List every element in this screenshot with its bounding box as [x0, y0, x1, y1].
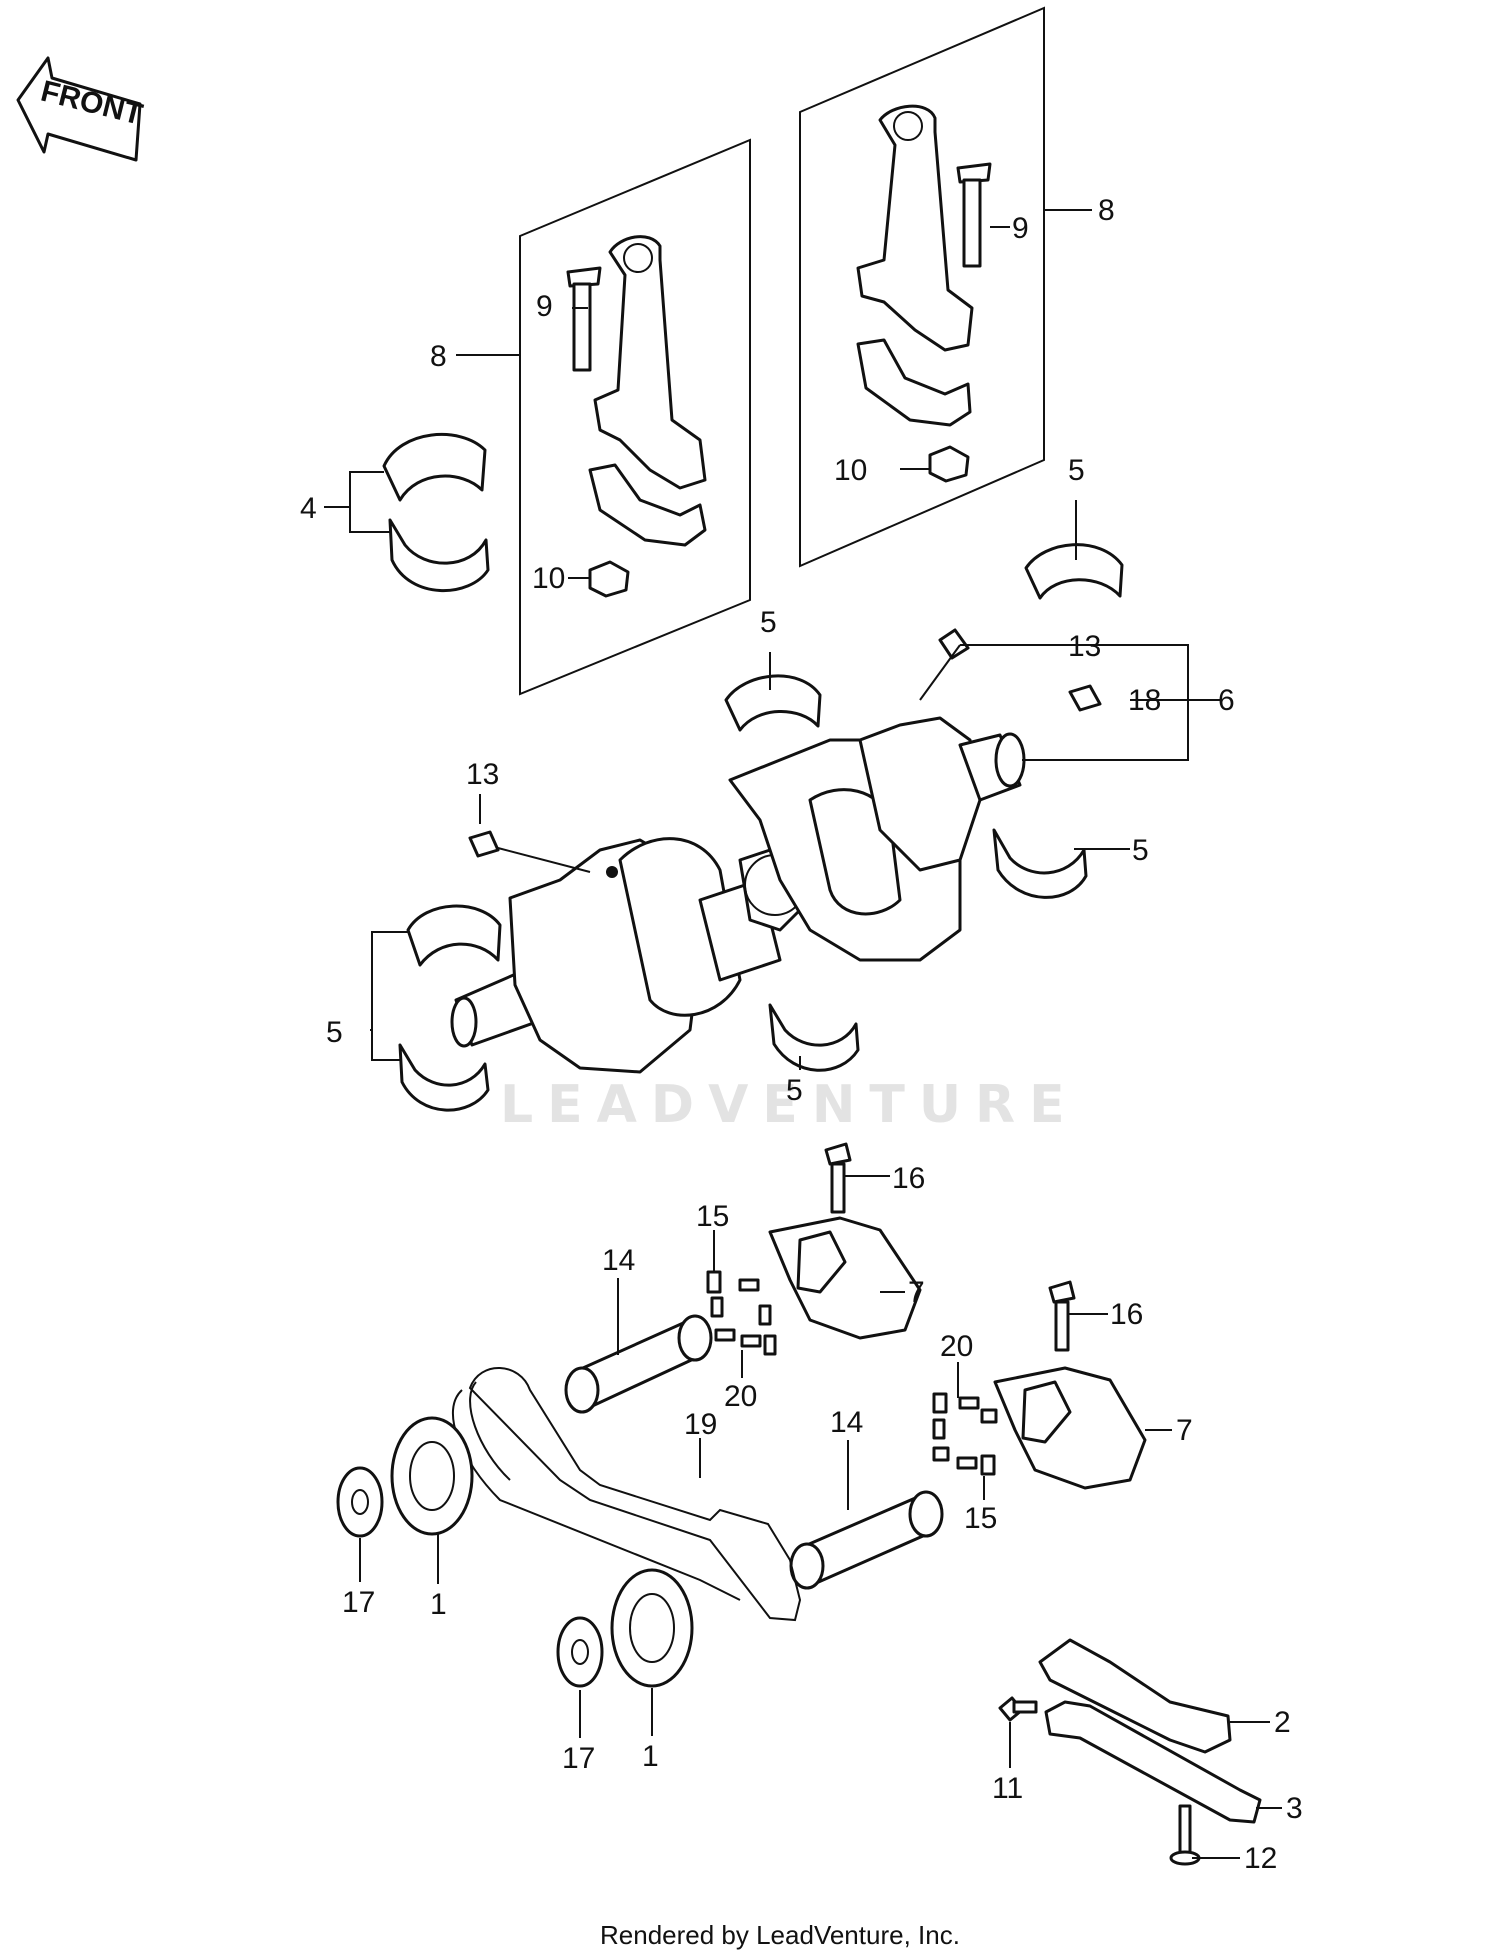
callout-17: 17 — [342, 1586, 375, 1619]
front-arrow-icon: FRONT — [16, 56, 146, 162]
damper-pin-spring-icon — [706, 1270, 998, 1476]
chain-guide-icon — [1038, 1638, 1262, 1824]
callout-10: 10 — [834, 454, 867, 487]
callout-9: 9 — [536, 290, 553, 323]
callout-8: 8 — [1098, 194, 1115, 227]
watermark-text: LEADVENTURE — [500, 1075, 1079, 1135]
callout-11: 11 — [992, 1772, 1023, 1805]
connecting-rod-nut-icon — [928, 445, 970, 483]
callout-7: 7 — [908, 1276, 925, 1309]
callout-5: 5 — [760, 606, 777, 639]
callout-4: 4 — [300, 492, 317, 525]
callout-20: 20 — [940, 1330, 973, 1363]
callout-12: 12 — [1244, 1842, 1277, 1875]
balancer-shaft-icon — [564, 1314, 944, 1590]
callout-14: 14 — [602, 1244, 635, 1277]
callout-19: 19 — [684, 1408, 717, 1441]
connecting-rod-bearing-icon — [382, 432, 490, 592]
callout-9: 9 — [1012, 212, 1029, 245]
callout-1: 1 — [642, 1740, 659, 1773]
callout-5: 5 — [786, 1074, 803, 1107]
connecting-rod-nut-icon — [588, 560, 630, 598]
oil-plug-icon — [468, 628, 1102, 858]
callout-1: 1 — [430, 1588, 447, 1621]
footer-credit: Rendered by LeadVenture, Inc. — [600, 1920, 960, 1950]
callout-2: 2 — [1274, 1706, 1291, 1739]
callout-13: 13 — [1068, 630, 1101, 663]
connecting-rod-bolt-icon — [566, 266, 602, 372]
callout-3: 3 — [1286, 1792, 1303, 1825]
callout-5: 5 — [1068, 454, 1085, 487]
callout-13: 13 — [466, 758, 499, 791]
crankshaft-icon — [450, 716, 1026, 1074]
callout-16: 16 — [892, 1162, 925, 1195]
callout-7: 7 — [1176, 1414, 1193, 1447]
callout-15: 15 — [964, 1502, 997, 1535]
callout-5: 5 — [1132, 834, 1149, 867]
main-bearing-icon — [398, 543, 1124, 1112]
leader-lines — [324, 209, 1282, 1859]
balancer-weight-icon — [768, 1216, 1147, 1490]
callout-16: 16 — [1110, 1298, 1143, 1331]
callout-20: 20 — [724, 1380, 757, 1413]
connecting-rod-assembly-left — [519, 138, 751, 696]
connecting-rod-assembly-right — [799, 6, 1045, 568]
callout-14: 14 — [830, 1406, 863, 1439]
callout-10: 10 — [532, 562, 565, 595]
connecting-rod-bolt-icon — [956, 162, 992, 268]
callout-17: 17 — [562, 1742, 595, 1775]
callout-6: 6 — [1218, 684, 1235, 717]
callout-15: 15 — [696, 1200, 729, 1233]
balancer-bolt-icon — [824, 1142, 1076, 1352]
washer-icon — [336, 1466, 604, 1688]
balancer-sprocket-icon — [390, 1416, 694, 1688]
callout-5: 5 — [326, 1016, 343, 1049]
callout-labels: 8 9 10 8 9 10 4 5 5 5 13 18 6 13 5 5 16 … — [300, 194, 1303, 1875]
callout-8: 8 — [430, 340, 447, 373]
callout-18: 18 — [1128, 684, 1161, 717]
